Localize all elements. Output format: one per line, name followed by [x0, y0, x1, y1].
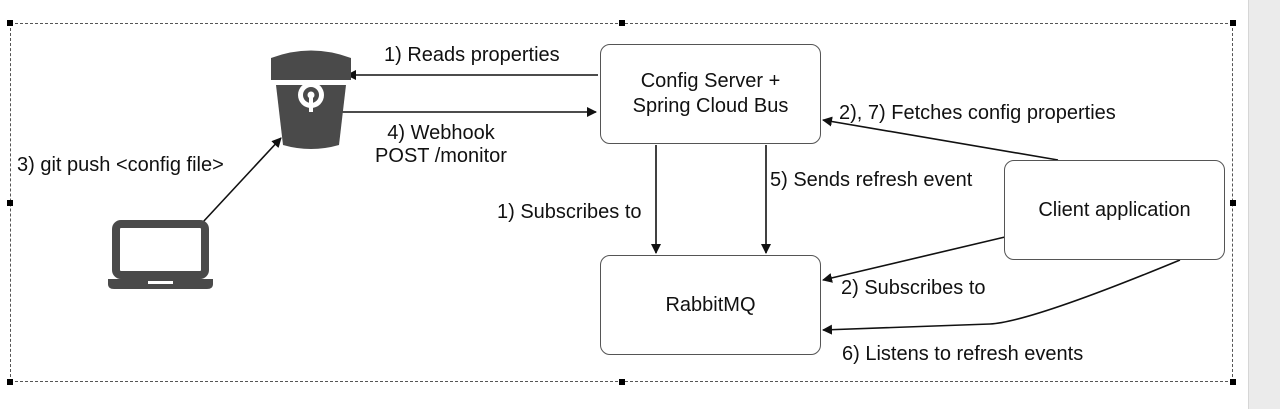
- config-server-title-line2: Spring Cloud Bus: [632, 95, 789, 117]
- label-sends-refresh: 5) Sends refresh event: [770, 169, 973, 191]
- edge-client-subscribes[interactable]: [822, 236, 1006, 283]
- vertical-scrollbar[interactable]: [1248, 0, 1280, 409]
- resize-handle-top-left[interactable]: [7, 20, 13, 26]
- resize-handle-top-right[interactable]: [1230, 20, 1236, 26]
- label-server-subscribes: 1) Subscribes to: [497, 201, 642, 223]
- resize-handle-middle-right[interactable]: [1230, 200, 1236, 206]
- label-listens-refresh: 6) Listens to refresh events: [842, 343, 1084, 365]
- laptop-icon[interactable]: [108, 220, 213, 289]
- label-git-push: 3) git push <config file>: [17, 154, 224, 176]
- diagram-canvas: Config Server + Spring Cloud Bus RabbitM…: [0, 0, 1248, 409]
- diagram-connectors: [108, 50, 1181, 335]
- rabbitmq-label: RabbitMQ: [665, 293, 756, 316]
- bitbucket-icon[interactable]: [271, 50, 351, 150]
- label-webhook: 4) Webhook POST /monitor: [364, 122, 518, 168]
- resize-handle-top-center[interactable]: [619, 20, 625, 26]
- rabbitmq-node[interactable]: RabbitMQ: [600, 255, 821, 355]
- edge-git-push[interactable]: [202, 137, 282, 223]
- edge-fetches-config[interactable]: [822, 116, 1059, 161]
- client-application-node[interactable]: Client application: [1004, 160, 1225, 260]
- resize-handle-bottom-center[interactable]: [619, 379, 625, 385]
- client-application-label: Client application: [1038, 198, 1191, 221]
- label-fetches-config: 2), 7) Fetches config properties: [839, 102, 1116, 124]
- resize-handle-middle-left[interactable]: [7, 200, 13, 206]
- label-reads-properties: 1) Reads properties: [384, 44, 560, 66]
- label-webhook-line2: POST /monitor: [375, 145, 507, 167]
- resize-handle-bottom-left[interactable]: [7, 379, 13, 385]
- config-server-title-line1: Config Server +: [640, 70, 781, 92]
- label-client-subscribes: 2) Subscribes to: [841, 277, 986, 299]
- resize-handle-bottom-right[interactable]: [1230, 379, 1236, 385]
- config-server-node[interactable]: Config Server + Spring Cloud Bus: [600, 44, 821, 144]
- label-webhook-line1: 4) Webhook: [387, 122, 495, 144]
- edge-listens-refresh[interactable]: [822, 259, 1181, 335]
